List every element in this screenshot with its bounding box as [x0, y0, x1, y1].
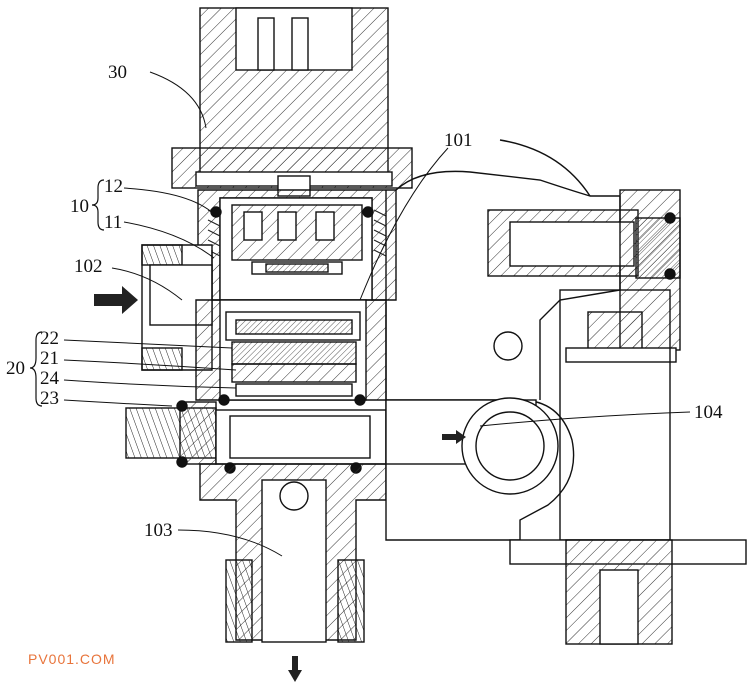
channel-arrow [442, 430, 466, 444]
inlet-arrow [94, 286, 138, 314]
brace-20 [29, 331, 43, 407]
label-22: 22 [40, 328, 59, 349]
label-21: 21 [40, 348, 59, 369]
label-24: 24 [40, 368, 60, 389]
watermark: PV001.COM [28, 651, 116, 667]
valve-body [125, 7, 747, 645]
label-30: 30 [108, 62, 127, 83]
part-24-seal [231, 363, 357, 383]
part-21-disc [231, 341, 357, 365]
outlet-arrow [288, 656, 302, 682]
label-104: 104 [694, 402, 723, 423]
label-103: 103 [144, 520, 173, 541]
reference-labels: 30 101 10 12 11 102 22 20 21 24 23 104 1… [6, 62, 723, 541]
label-20: 20 [6, 358, 25, 379]
label-101: 101 [444, 130, 473, 151]
right-valve-plug [635, 217, 681, 279]
label-10: 10 [70, 196, 89, 217]
flow-arrows [94, 286, 466, 682]
brace-10 [91, 179, 105, 231]
label-102: 102 [74, 256, 103, 277]
leader-lines [63, 71, 691, 557]
label-12: 12 [104, 176, 123, 197]
label-11: 11 [104, 212, 122, 233]
label-23: 23 [40, 388, 59, 409]
